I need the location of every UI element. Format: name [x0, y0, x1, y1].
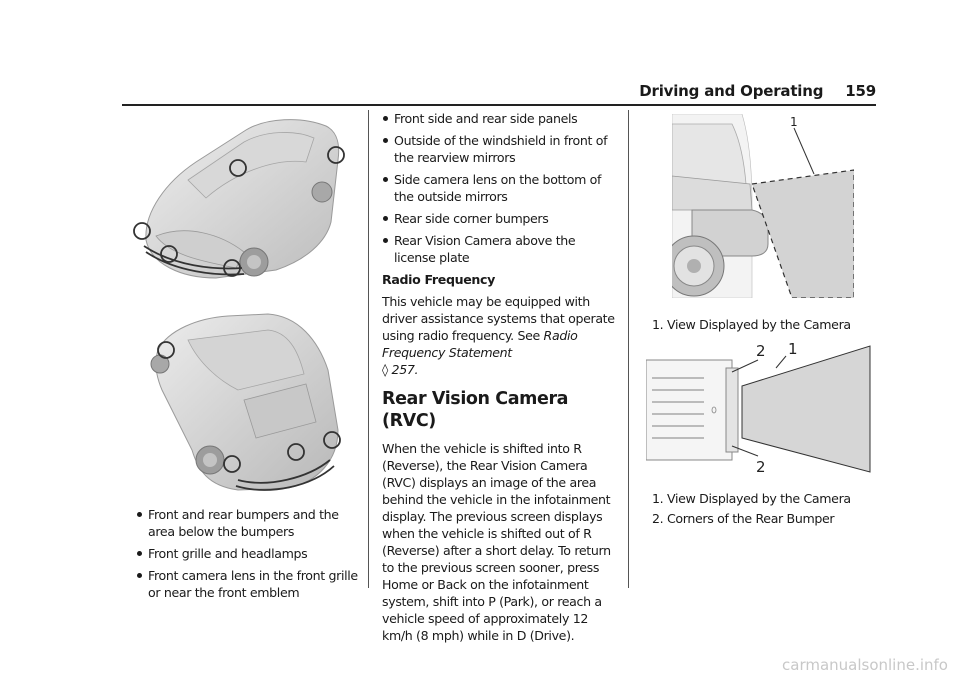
rvc-section-paragraph: When the vehicle is shifted into R (Reve… [382, 441, 611, 643]
front-car-sensor-illustration [133, 119, 345, 279]
list-item: Front side and rear side panels [382, 110, 618, 127]
watermark: carmanualsonline.info [782, 656, 948, 674]
list-item: 1. View Displayed by the Camera [652, 491, 851, 506]
list-item: Front grille and headlamps [136, 545, 360, 562]
radio-frequency-page-ref[interactable]: 257 [391, 362, 415, 377]
header-rule [122, 104, 876, 106]
left-column-text: Front and rear bumpers and the area belo… [136, 506, 360, 606]
page-number: 159 [845, 82, 876, 100]
radio-frequency-text: This vehicle may be equipped with driver… [382, 294, 615, 343]
list-item: Rear Vision Camera above the license pla… [382, 232, 618, 266]
list-item: 2. Corners of the Rear Bumper [652, 511, 835, 526]
middle-column-text: Front side and rear side panels Outside … [382, 110, 618, 649]
radio-frequency-link[interactable]: Radio Frequency Statement [382, 328, 578, 360]
figure2-caption-list: 1. View Displayed by the Camera 2. Corne… [652, 490, 872, 527]
left-bullet-list: Front and rear bumpers and the area belo… [136, 506, 360, 601]
column-divider-left [368, 110, 369, 588]
list-item: Side camera lens on the bottom of the ou… [382, 171, 618, 205]
figure2-callout-2-top: 2 [756, 342, 766, 360]
list-item: Rear side corner bumpers [382, 210, 618, 227]
list-item: Front and rear bumpers and the area belo… [136, 506, 360, 540]
page-ref-icon: ◊ [382, 362, 388, 377]
rear-car-sensor-illustration [150, 313, 341, 491]
figure1-caption: 1. View Displayed by the Camera [652, 317, 851, 332]
column-divider-right [628, 110, 629, 588]
camera-view-side-diagram: 1 [672, 114, 854, 298]
figure2-caption: 1. View Displayed by the Camera 2. Corne… [652, 490, 872, 530]
radio-frequency-heading: Radio Frequency [382, 272, 496, 287]
page-header: Driving and Operating 159 [122, 82, 876, 104]
list-item: Front camera lens in the front grille or… [136, 567, 360, 601]
figure2-callout-2-bottom: 2 [756, 458, 766, 476]
figure2-callout-1: 1 [788, 340, 798, 358]
radio-frequency-paragraph: This vehicle may be equipped with driver… [382, 294, 615, 377]
camera-view-top-diagram: 2 1 2 [646, 338, 872, 478]
middle-bullet-list: Front side and rear side panels Outside … [382, 110, 618, 266]
figure1-callout-1: 1 [790, 115, 798, 129]
rvc-section-title: Rear Vision Camera (RVC) [382, 389, 569, 431]
header-title: Driving and Operating [639, 82, 824, 100]
list-item: Outside of the windshield in front of th… [382, 132, 618, 166]
